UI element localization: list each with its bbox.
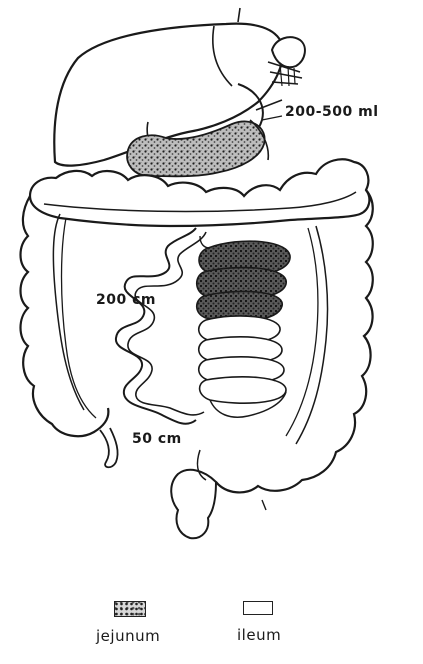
ileum-legend-label: ileum bbox=[237, 626, 281, 644]
jejunum-coils bbox=[197, 241, 290, 321]
jejunum-legend-swatch bbox=[114, 601, 146, 617]
small-intestine-loops bbox=[116, 228, 196, 424]
ileum-length-label: 50 cm bbox=[132, 431, 182, 447]
sigmoid-rectum bbox=[171, 470, 216, 538]
ileum-coils bbox=[199, 316, 286, 403]
appendix bbox=[100, 428, 118, 467]
small-intestine-length-label: 200 cm bbox=[96, 292, 156, 308]
volume-label: 200-500 ml bbox=[285, 104, 379, 120]
ileum-legend-swatch bbox=[243, 601, 273, 615]
jejunum-legend-label: jejunum bbox=[96, 627, 160, 645]
